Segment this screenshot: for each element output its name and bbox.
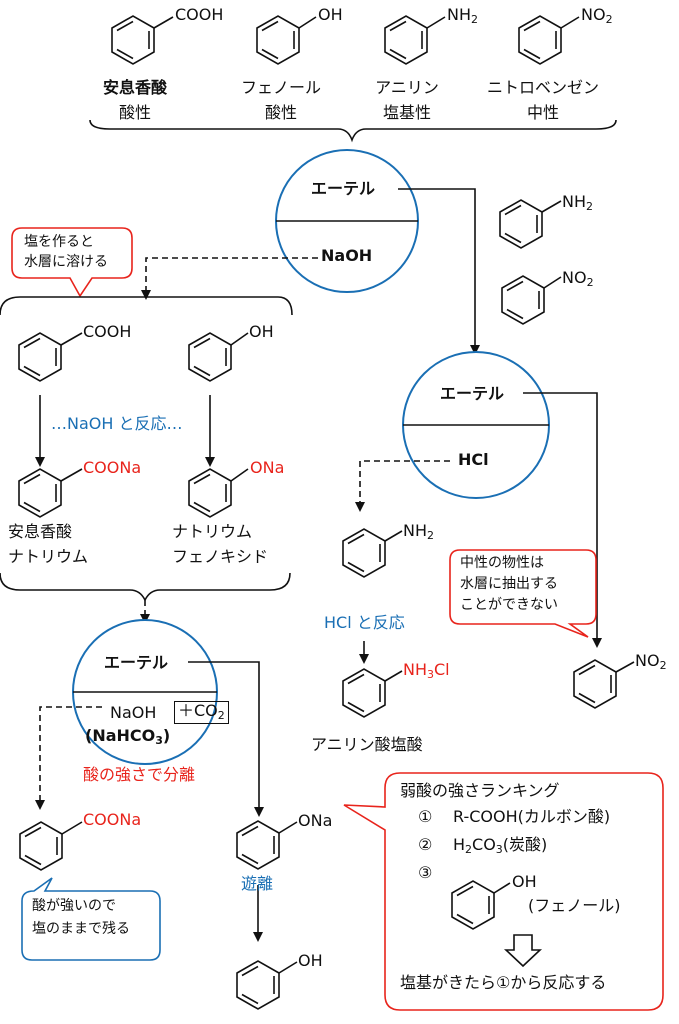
benzene-benzoate-final (19, 821, 83, 871)
middle-brace (0, 296, 293, 316)
prop-phenol: 酸性 (264, 103, 297, 122)
ether3-co2-box: ＋CO2 (174, 701, 229, 724)
group-nh2-right: NH2 (562, 192, 593, 213)
benzene-benzoic-acid-left (18, 332, 83, 382)
group-oh-final: OH (298, 951, 323, 970)
group-ona-left: ONa (250, 458, 285, 477)
group-coona-final: COONa (83, 810, 142, 829)
name-anilinium: アニリン酸塩酸 (311, 735, 423, 754)
ranking-footer: 塩基がきたら①から反応する (400, 973, 607, 992)
free-label: 遊離 (241, 874, 274, 893)
ether3-naoh: NaOH (110, 703, 157, 722)
group-oh-left: OH (249, 322, 274, 341)
benzene-phenoxide-final (236, 820, 298, 870)
prop-benzoic-acid: 酸性 (118, 103, 151, 122)
ranking-text-1: R-COOH(カルボン酸) (453, 807, 611, 826)
ether3-nahco3: (NaHCO3) (85, 726, 171, 747)
benzene-nitro-final (573, 659, 635, 709)
ranking-bubble-shape (343, 772, 664, 1011)
name-phenoxide-2: フェノキシド (172, 547, 269, 566)
group-no2-top: NO2 (581, 5, 613, 26)
benzene-benzoic-acid-top (111, 15, 174, 65)
arrow-ether3-aqueous (35, 706, 102, 810)
benzene-anilinium (342, 668, 403, 718)
name-benzoic-acid: 安息香酸 (102, 78, 167, 97)
benzene-aniline-mid (342, 528, 403, 578)
bubble-salt-shape (11, 227, 133, 298)
acid-separation-label: 酸の強さで分離 (83, 765, 196, 784)
bubble-neutral-line1: 中性の物性は (460, 555, 544, 571)
group-cooh-left: COOH (83, 322, 132, 341)
react-naoh-label: …NaOH と反応… (51, 414, 183, 433)
bubble-salt-line1: 塩を作ると (24, 234, 94, 250)
group-coona-left: COONa (83, 458, 142, 477)
ranking-group-oh: OH (512, 872, 537, 891)
arrow-ether2-aqueous (355, 460, 450, 512)
benzene-aniline-top (384, 15, 446, 65)
name-aniline: アニリン (375, 78, 439, 97)
benzene-sodium-benzoate-left (18, 468, 83, 518)
benzene-phenol-left (188, 332, 249, 382)
benzene-ranking-phenol (451, 880, 511, 930)
name-sodium-benzoate-2: ナトリウム (8, 547, 89, 566)
name-phenoxide-1: ナトリウム (172, 522, 253, 541)
lower-brace (0, 572, 291, 602)
arrow-ether2-to-nitro (523, 392, 602, 648)
prop-aniline: 塩基性 (382, 103, 431, 122)
ranking-num-3: ③ (418, 863, 433, 882)
bubble-salt-line2: 水層に溶ける (24, 254, 108, 270)
benzene-phenol-top (256, 15, 317, 65)
ranking-num-1: ① (418, 807, 433, 826)
ranking-num-2: ② (418, 835, 433, 854)
ether1-top: エーテル (311, 179, 376, 198)
group-oh-top: OH (318, 5, 343, 24)
prop-nitrobenzene: 中性 (526, 103, 559, 122)
benzene-phenoxide-left (188, 468, 249, 518)
group-no2-right: NO2 (562, 268, 594, 289)
benzene-aniline-right (499, 199, 562, 249)
top-brace (89, 119, 617, 143)
benzene-nitrobenzene-top (518, 15, 580, 65)
name-phenol: フェノール (240, 78, 321, 97)
bubble-strong-line2: 塩のままで残る (32, 921, 130, 937)
hollow-down-arrow (503, 934, 543, 968)
ether1-bottom: NaOH (321, 246, 373, 265)
bubble-strong-line1: 酸が強いので (32, 898, 116, 914)
arrow-ether3-to-phenoxide (188, 661, 264, 817)
arrow-ether1-to-ether2 (398, 188, 480, 355)
group-cooh-top: COOH (175, 5, 224, 24)
group-ona-final: ONa (298, 811, 333, 830)
bubble-neutral-line3: ことができない (460, 597, 558, 613)
ether3-top: エーテル (104, 653, 169, 672)
ranking-text-3: (フェノール) (528, 896, 621, 915)
ether2-top: エーテル (440, 384, 505, 403)
bubble-neutral-shape (449, 549, 597, 638)
group-nh2-top: NH2 (447, 5, 478, 26)
ranking-text-2: H2CO3(炭酸) (453, 835, 548, 856)
group-no2-final: NO2 (635, 651, 667, 672)
bubble-strong-shape (21, 877, 161, 961)
ranking-title: 弱酸の強さランキング (400, 781, 560, 800)
group-nh2-mid: NH2 (403, 521, 434, 542)
hcl-react-label: HCl と反応 (324, 613, 405, 632)
group-nh3cl: NH3Cl (403, 660, 450, 681)
ether2-bottom: HCl (458, 450, 489, 469)
bubble-neutral-line2: 水層に抽出する (460, 576, 558, 592)
name-nitrobenzene: ニトロベンゼン (486, 78, 599, 97)
benzene-nitro-right (501, 275, 562, 325)
arrow-ether1-aqueous (141, 257, 318, 300)
name-sodium-benzoate-1: 安息香酸 (8, 522, 73, 541)
benzene-phenol-final (236, 960, 298, 1010)
